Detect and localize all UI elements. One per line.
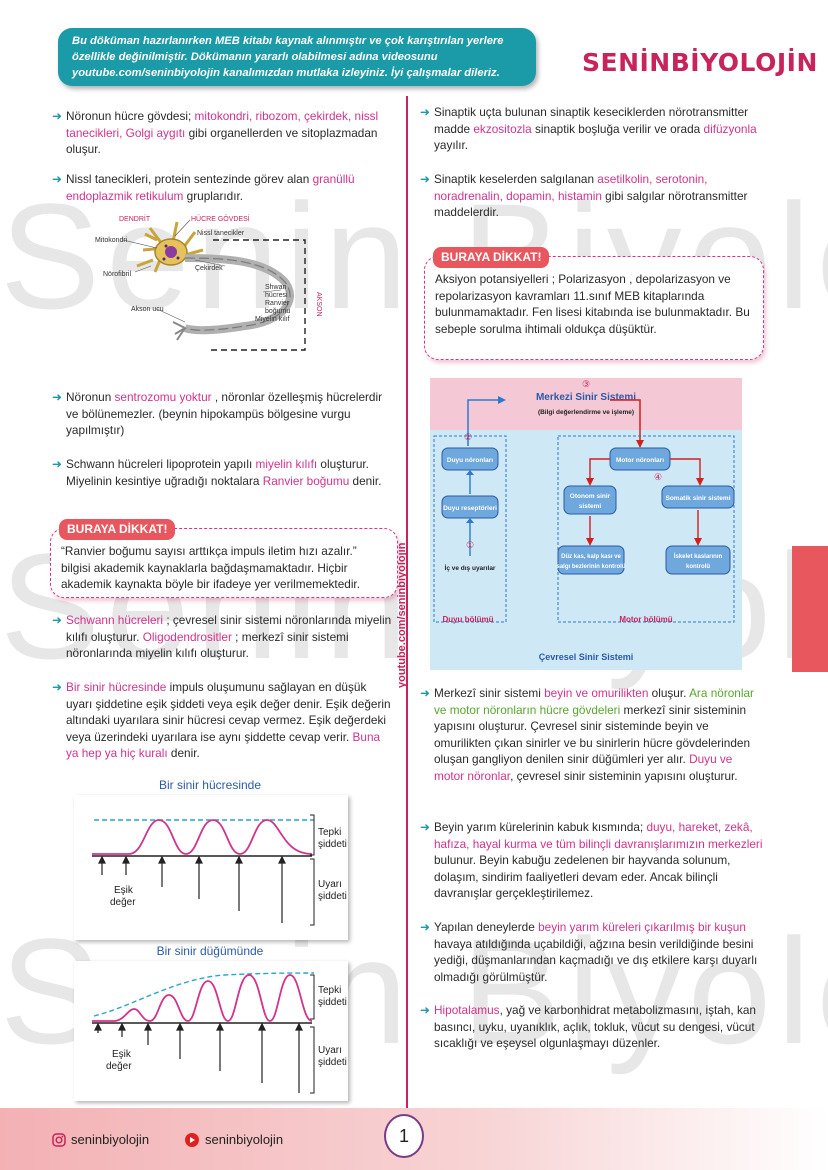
diagram-duyu-noron: Duyu nöronları [447,457,493,464]
chart2-tepki: Tepki [318,985,341,996]
arrow-icon: ➜ [420,920,430,934]
bullet-threshold: ➜ Bir sinir hücresinde impuls oluşumunu … [52,680,391,760]
warning-box-action-potential: BURAYA DİKKAT! Aksiyon potansiyelleri ; … [424,247,764,360]
chart2-title: Bir sinir düğümünde [156,944,264,958]
diagram-duz-1: Düz kas, kalp kası ve [561,554,621,560]
instagram-icon [52,1132,66,1147]
label-akson: AKSON [315,292,322,317]
bullet-schwann-oligo: ➜ Schwann hücreleri ; çevresel sinir sis… [52,613,392,660]
arrow-icon: ➜ [52,390,62,404]
stimulus-arrows [98,855,286,923]
warning-box-ranvier: BURAYA DİKKAT! “Ranvier boğumu sayısı ar… [50,519,398,598]
label-norofibril: Nörofibril [103,271,131,278]
footer-instagram[interactable]: seninbiyolojin [52,1132,149,1147]
arrow-icon: ➜ [420,1003,430,1017]
arrow-icon: ➜ [420,172,430,186]
bullet-hypothalamus: ➜ Hipotalamus, yağ ve karbonhidrat metab… [420,1003,756,1050]
header-banner: Bu döküman hazırlanırken MEB kitabı kayn… [58,28,536,86]
label-schwann: Shwan [265,284,287,291]
arrow-icon: ➜ [52,172,62,186]
nervous-system-diagram: ③ Merkezi Sinir Sistemi (Bilgi değerlend… [430,378,742,670]
bullet-cortex: ➜ Beyin yarım kürelerinin kabuk kısmında… [420,820,763,900]
diagram-iskelet-2: kontrolü [686,564,710,570]
chart2-siddeti: şiddeti [318,997,347,1008]
bullet-cell-body: ➜ Nöronun hücre gövdesi; mitokondri, rib… [52,109,379,156]
arrow-icon: ➜ [420,105,430,119]
label-mitokondri: Mitokondri [95,237,128,244]
chart2-siddeti2: şiddeti [318,1057,347,1068]
label-miyelin: Miyelin kılıf [255,316,290,323]
bullet-cns: ➜ Merkezî sinir sistemi beyin ve omurili… [420,686,754,783]
axon [172,254,294,341]
youtube-handle: seninbiyolojin [205,1132,284,1147]
neuron-cell-body [136,221,204,273]
chart1-siddeti: şiddeti [318,839,347,850]
label-dendrit: DENDRİT [119,214,151,223]
chart2-deger: değer [106,1061,132,1072]
bullet-centrosome: ➜ Nöronun sentrozomu yoktur , nöronlar ö… [52,390,383,437]
diagram-css-title: Çevresel Sinir Sistemi [539,652,634,662]
chart1-siddeti2: şiddeti [318,891,347,902]
diagram-num-4: ④ [654,472,662,482]
warning-text: “Ranvier boğumu sayısı arttıkça impuls i… [61,544,360,591]
warning-tag: BURAYA DİKKAT! [433,247,550,268]
footer-youtube[interactable]: seninbiyolojin [184,1132,283,1147]
warning-text: Aksiyon potansiyelleri ; Polarizasyon , … [435,272,750,336]
chart1: Tepki şiddeti Uyarı şiddeti Eşik değer [74,795,348,940]
bullet-nissl: ➜ Nissl tanecikleri, protein sentezinde … [52,172,355,203]
label-akson-ucu: Akson ucu [131,306,164,313]
arrow-icon: ➜ [52,457,62,471]
page-number: 1 [384,1114,424,1158]
bullet-bird-experiment: ➜ Yapılan deneylerde beyin yarım küreler… [420,920,758,984]
diagram-duyu-bolum: Duyu bölümü [442,615,493,624]
arrow-icon: ➜ [52,613,62,627]
diagram-ic-dis: İç ve dış uyarılar [445,564,496,572]
side-tab [792,546,828,672]
arrow-icon: ➜ [52,680,62,694]
diagram-iskelet-1: İskelet kaslarının [674,553,723,560]
chart1-deger: değer [110,897,136,908]
label-ranvier: Ranvier [265,300,290,307]
diagram-duyu-resep: Duyu reseptörleri [443,505,497,512]
label-bogumu: boğumu [265,308,290,315]
diagram-mss-subtitle: (Bilgi değerlendirme ve işleme) [538,409,634,416]
arrow-icon: ➜ [420,686,430,700]
diagram-num-1: ① [466,540,474,550]
label-nissl: Nissl tanecikler [197,230,245,237]
neuron-diagram: DENDRİT HÜCRE GÖVDESİ Mitokondri Nissl t… [95,214,322,351]
label-cekirdek: Çekirdek [195,265,223,272]
diagram-motor-noron: Motor nöronları [616,457,664,464]
instagram-handle: seninbiyolojin [71,1132,150,1147]
arrow-icon: ➜ [420,820,430,834]
label-hucre-govdesi: HÜCRE GÖVDESİ [191,214,250,223]
diagram-otonom-2: sistemi [579,503,602,510]
diagram-somatik: Somatik sinir sistemi [665,495,730,502]
brand-logo: SENİNBİYOLOJİN [582,48,818,77]
diagram-motor-bolum: Motor bölümü [619,615,672,624]
chart1-tepki: Tepki [318,827,341,838]
chart1-title: Bir sinir hücresinde [158,778,262,792]
chart2-uyari: Uyarı [318,1045,342,1056]
chart1-esik: Eşik [114,885,134,896]
bullet-schwann-myelin: ➜ Schwann hücreleri lipoprotein yapılı m… [52,457,382,488]
diagram-mss-title: Merkezi Sinir Sistemi [536,392,636,403]
diagram-duz-2: salgı bezlerinin kontrolü [556,564,625,570]
arrow-icon: ➜ [52,109,62,123]
label-hucresi: hücresi [265,292,288,299]
chart2-esik: Eşik [112,1049,132,1060]
stimulus-arrows [94,1022,303,1093]
column-divider [406,96,408,1108]
bullet-neurotransmitters: ➜ Sinaptik keselerden salgılanan asetilk… [420,172,748,219]
diagram-num-3: ③ [582,379,590,389]
diagram-otonom-1: Otonom sinir [570,493,611,500]
chart2: Tepki şiddeti Uyarı şiddeti Eşik değer [74,961,348,1101]
youtube-icon [185,1132,199,1147]
chart1-uyari: Uyarı [318,879,342,890]
bullet-synapse: ➜ Sinaptik uçta bulunan sinaptik kesecik… [420,105,757,152]
warning-tag: BURAYA DİKKAT! [59,519,176,540]
diagram-num-2: ② [464,432,472,442]
